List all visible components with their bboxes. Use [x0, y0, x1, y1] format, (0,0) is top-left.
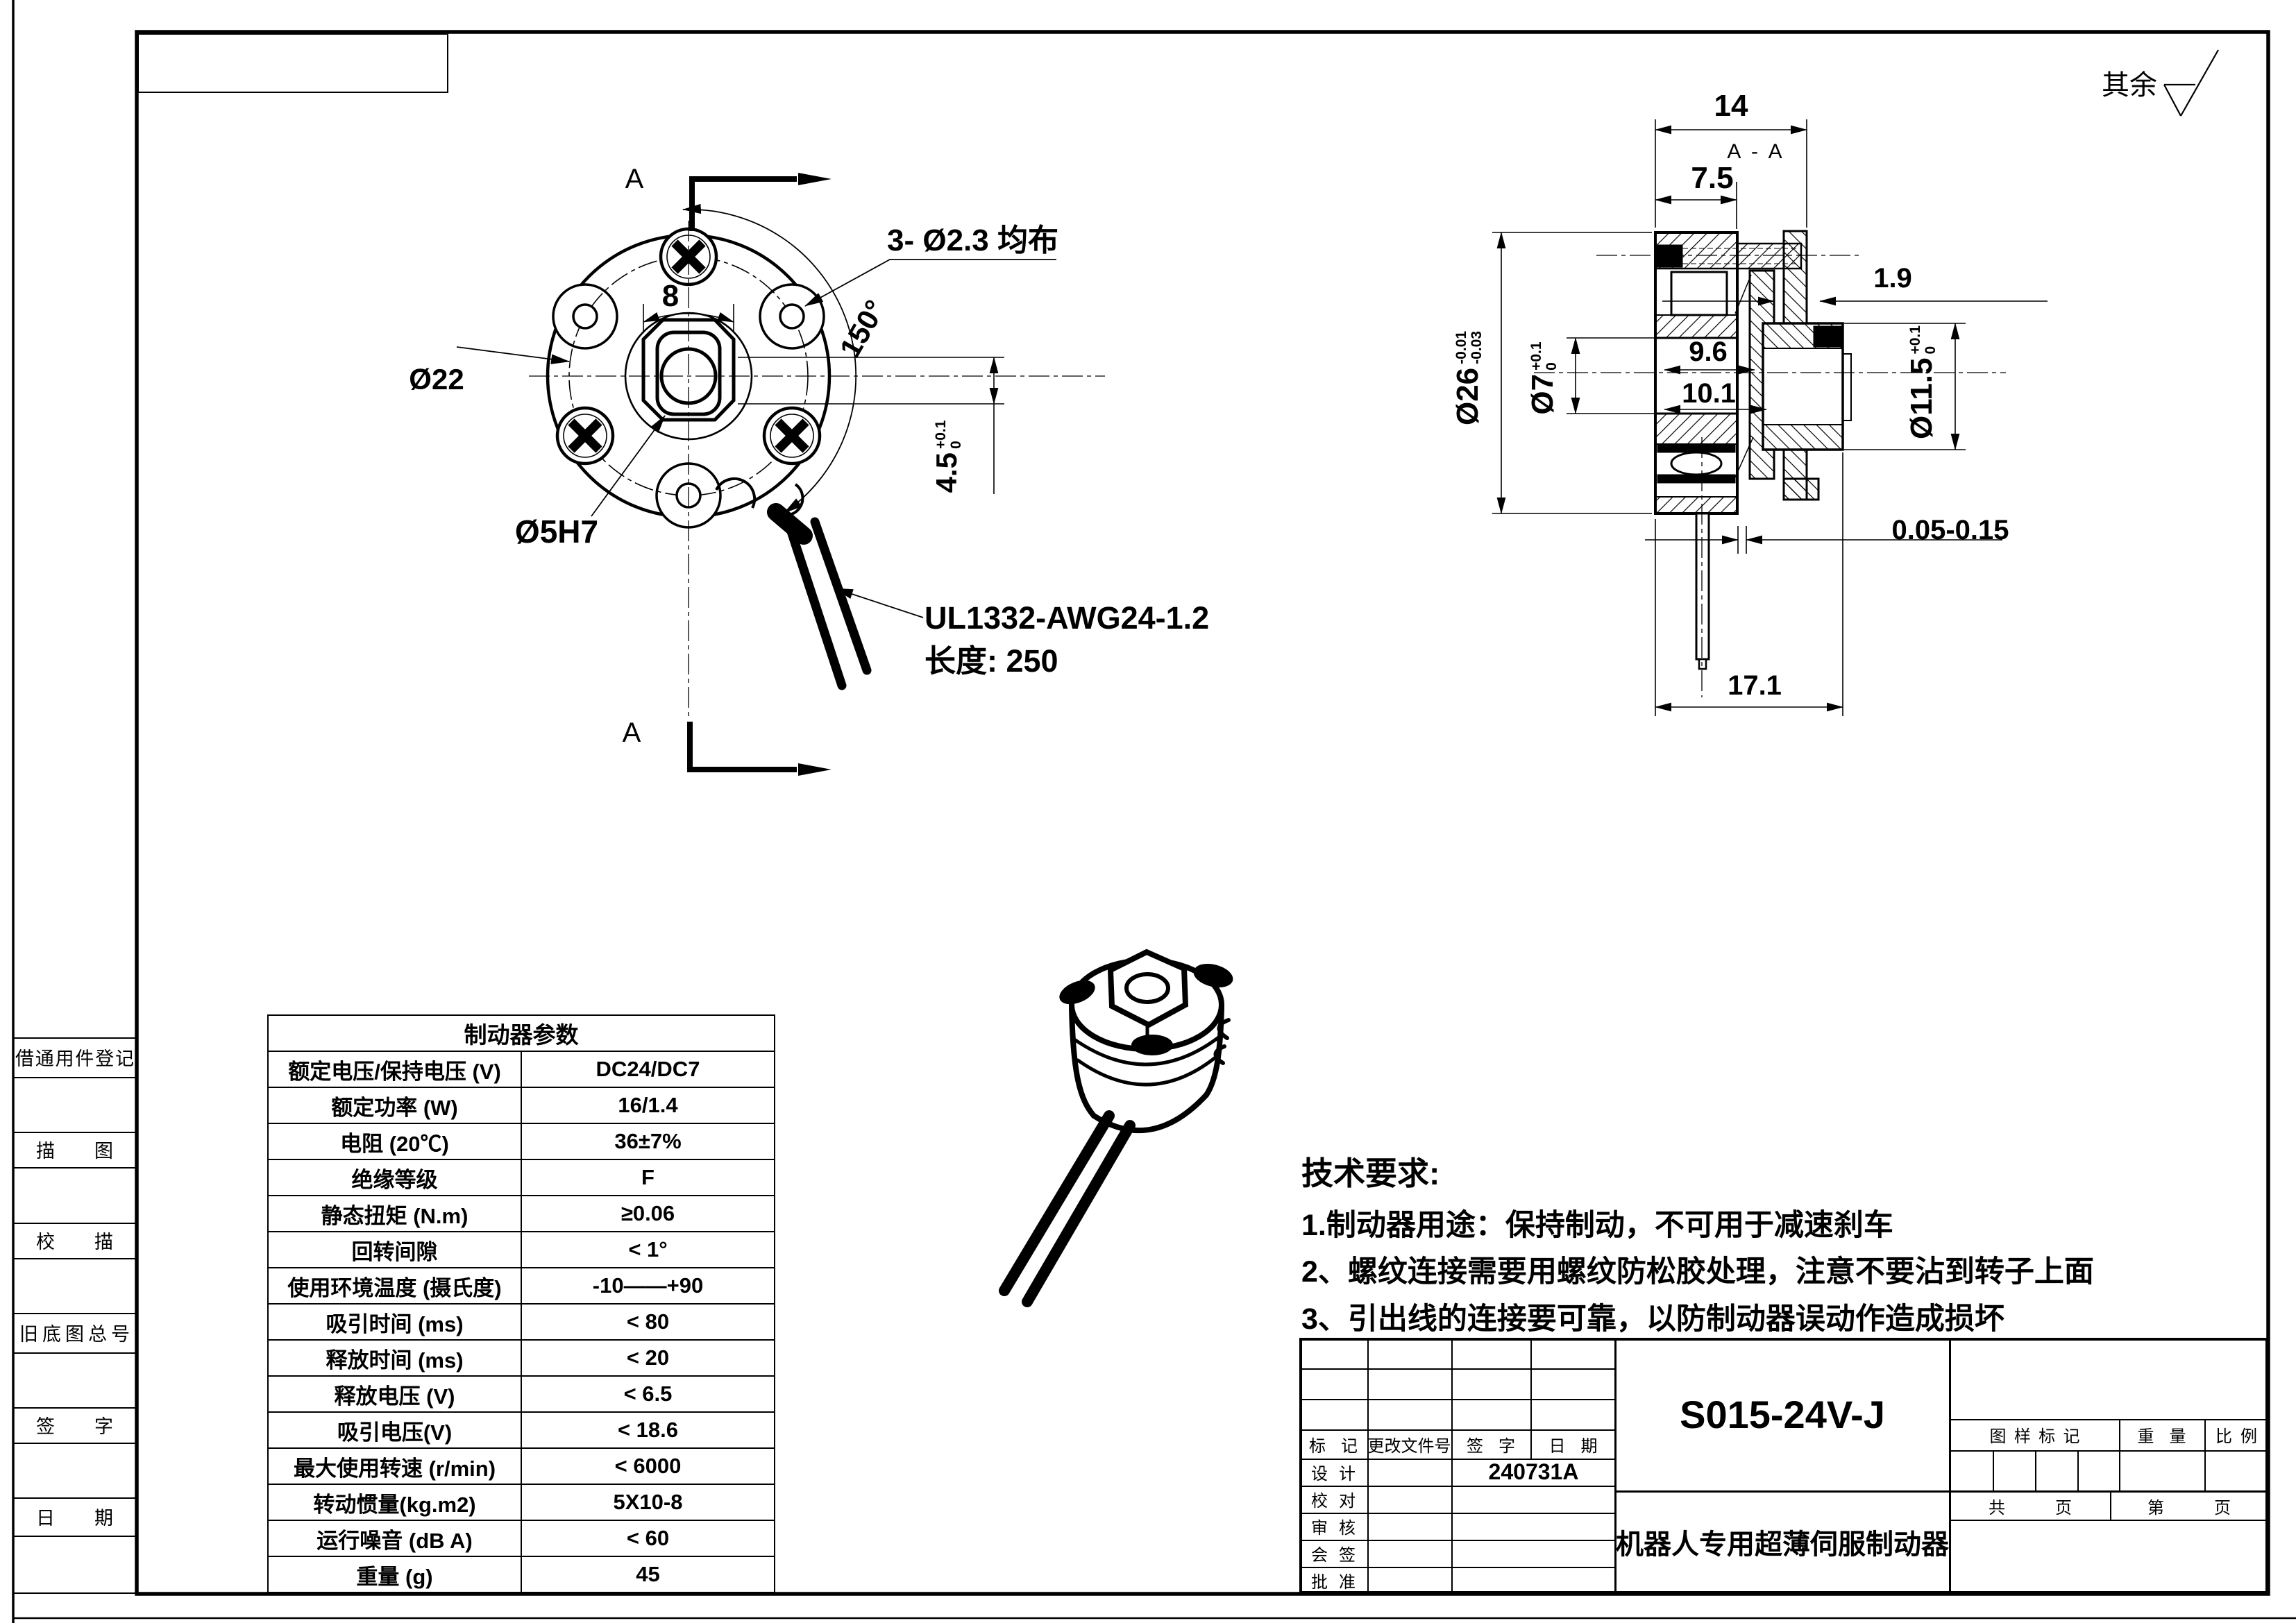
table-row: 电阻 (20℃)36±7% — [267, 1123, 775, 1160]
margin-label-signature: 签字 — [36, 1416, 113, 1437]
dim-disc-label: 1.9 — [1873, 263, 1912, 294]
title-block: 标记 更改文件号 签字 日期 设计 240731A 校对 审核 会签 批准 S0… — [1299, 1338, 2268, 1594]
dim-offset-tol-dn: 0 — [947, 441, 964, 450]
section-marker-top: A — [625, 164, 644, 194]
sig-audit-label: 审核 — [1311, 1520, 1356, 1538]
dim-depth2-label: 10.1 — [1682, 378, 1736, 409]
dim-body-depth-label: 7.5 — [1691, 161, 1734, 195]
front-view — [456, 173, 1105, 776]
sig-approve-label: 批准 — [1311, 1574, 1356, 1592]
table-row: 使用环境温度 (摄氏度)-10——+90 — [267, 1267, 775, 1305]
product-name: 机器人专用超薄伺服制动器 — [1616, 1529, 1949, 1560]
table-row: 转动惯量(kg.m2)5X10-8 — [267, 1484, 775, 1521]
hdr-drawing-mark: 图样标记 — [1989, 1428, 2080, 1446]
table-row: 最大使用转速 (r/min)< 6000 — [267, 1447, 775, 1485]
margin-label-old-drawing-no: 旧底图总号 — [19, 1324, 130, 1345]
table-row: 吸引电压(V)< 18.6 — [267, 1411, 775, 1449]
dim-bolt-circle-label: Ø22 — [409, 363, 464, 396]
margin-block: 借通用件登记 描图 校描 旧底图总号 签字 日期 — [12, 1037, 137, 1594]
table-row: 额定功率 (W)16/1.4 — [267, 1087, 775, 1124]
table-row: 吸引时间 (ms)< 80 — [267, 1303, 775, 1341]
margin-label-borrow: 借通用件登记 — [15, 1048, 134, 1069]
dim-depth1-label: 9.6 — [1689, 337, 1728, 367]
rev-col-mark: 标记 — [1309, 1437, 1358, 1456]
dim-bore-tol-up: +0.1 — [1528, 341, 1545, 371]
margin-label-trace: 描图 — [36, 1141, 113, 1162]
sig-design-value: 240731A — [1488, 1459, 1579, 1484]
dim-holes-label: 3- Ø2.3 均布 — [887, 223, 1058, 257]
hdr-scale: 比例 — [2215, 1428, 2257, 1446]
pages-total: 共页 — [1989, 1499, 2072, 1518]
table-row: 重量 (g)45 — [267, 1556, 775, 1593]
tech-req-item: 1.制动器用途：保持制动，不可用于减速刹车 — [1301, 1209, 1893, 1242]
dim-gap-label: 0.05-0.15 — [1891, 515, 2009, 545]
dim-length-label: 17.1 — [1728, 670, 1782, 701]
dim-hub-tol-dn: 0 — [1923, 346, 1939, 355]
dim-bore-value: Ø7 — [1525, 373, 1560, 415]
margin-label-date: 日期 — [36, 1508, 113, 1529]
dim-outer-value: Ø26 — [1450, 367, 1485, 426]
tech-req-item: 3、引出线的连接要可靠，以防制动器误动作造成损坏 — [1301, 1302, 2004, 1336]
sig-countersign-label: 会签 — [1311, 1547, 1356, 1565]
pages-no: 第页 — [2147, 1499, 2231, 1518]
tech-req-title: 技术要求: — [1301, 1155, 1440, 1191]
table-row: 释放电压 (V)< 6.5 — [267, 1375, 775, 1413]
param-table-title: 制动器参数 — [267, 1014, 775, 1052]
section-view-title: A - A — [1727, 140, 1785, 163]
tech-req-item: 2、螺纹连接需要用螺纹防松胶处理，注意不要沾到转子上面 — [1301, 1255, 2094, 1289]
dim-outer-tol-up: -0.01 — [1453, 330, 1470, 364]
front-leaders — [456, 259, 1056, 618]
dim-offset-value: 4.5 — [930, 452, 963, 493]
dim-hub-tol-up: +0.1 — [1907, 325, 1924, 355]
table-row: 释放时间 (ms)< 20 — [267, 1339, 775, 1377]
dim-bore-tol-dn: 0 — [1544, 362, 1560, 371]
table-row: 静态扭矩 (N.m)≥0.06 — [267, 1195, 775, 1232]
lead-wires — [715, 477, 872, 690]
section-cut-markers — [687, 176, 797, 772]
roughness-symbol-icon — [2163, 49, 2219, 117]
section-view — [1492, 119, 2048, 716]
dim-outer-tol-dn: -0.03 — [1469, 330, 1485, 364]
rev-col-date: 日期 — [1548, 1437, 1598, 1456]
dim-center-hole-label: Ø5H7 — [514, 513, 599, 550]
dim-square-label: 8 — [661, 279, 679, 313]
isometric-view — [999, 949, 1233, 1307]
rev-col-sign: 签字 — [1467, 1437, 1515, 1456]
table-row: 回转间隙< 1° — [267, 1231, 775, 1268]
sig-check-label: 校对 — [1311, 1493, 1356, 1511]
dim-outer-label: Ø26 -0.01-0.03 — [1450, 330, 1485, 426]
table-row: 额定电压/保持电压 (V)DC24/DC7 — [267, 1051, 775, 1088]
section-marker-bottom: A — [622, 717, 641, 748]
sig-design-label: 设计 — [1311, 1465, 1356, 1484]
dim-total-depth-label: 14 — [1714, 89, 1748, 123]
margin-label-check-trace: 校描 — [36, 1232, 113, 1252]
hdr-weight: 重量 — [2137, 1428, 2186, 1446]
section-cut-arrows — [798, 173, 832, 776]
section-dims — [1492, 119, 2048, 716]
dim-150-arc — [682, 203, 857, 513]
brake-parameter-table: 制动器参数 额定电压/保持电压 (V)DC24/DC7 额定功率 (W)16/1… — [267, 1014, 775, 1593]
wire-length-label: 长度: 250 — [925, 643, 1058, 679]
table-row: 运行噪音 (dB A)< 60 — [267, 1520, 775, 1557]
rev-col-doc: 更改文件号 — [1367, 1437, 1451, 1456]
roughness-note: 其余 — [2102, 70, 2157, 101]
section-centerlines — [1534, 255, 2006, 697]
wire-spec-label: UL1332-AWG24-1.2 — [925, 600, 1210, 636]
dim-hub-value: Ø11.5 — [1904, 357, 1939, 439]
dim-offset-tol-up: +0.1 — [932, 420, 949, 450]
part-number: S015-24V-J — [1680, 1392, 1885, 1436]
